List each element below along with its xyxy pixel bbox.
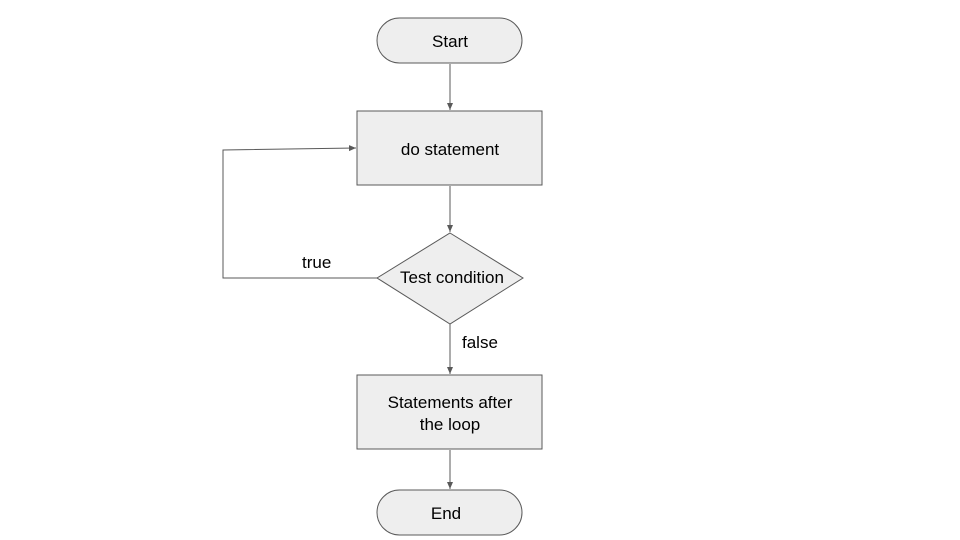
test-condition-node: Test condition bbox=[376, 232, 524, 325]
after-loop-label-line1: Statements after bbox=[388, 393, 513, 412]
do-statement-node: do statement bbox=[356, 110, 543, 186]
after-loop-box bbox=[356, 374, 543, 450]
after-loop-label-line2: the loop bbox=[420, 415, 481, 434]
after-loop-node: Statements after the loop bbox=[356, 374, 543, 450]
end-terminal-shape bbox=[376, 489, 523, 536]
test-condition-label: Test condition bbox=[400, 268, 504, 287]
do-statement-label: do statement bbox=[401, 140, 500, 159]
start-node: Start bbox=[376, 17, 523, 64]
arrow-true-loop-back bbox=[222, 145, 377, 279]
start-label: Start bbox=[432, 32, 468, 51]
end-label: End bbox=[431, 504, 461, 523]
end-node: End bbox=[376, 489, 523, 536]
start-terminal-shape bbox=[376, 17, 523, 64]
do-statement-box bbox=[356, 110, 543, 186]
true-edge-label: true bbox=[302, 253, 331, 272]
test-condition-diamond bbox=[376, 232, 524, 325]
false-edge-label: false bbox=[462, 333, 498, 352]
